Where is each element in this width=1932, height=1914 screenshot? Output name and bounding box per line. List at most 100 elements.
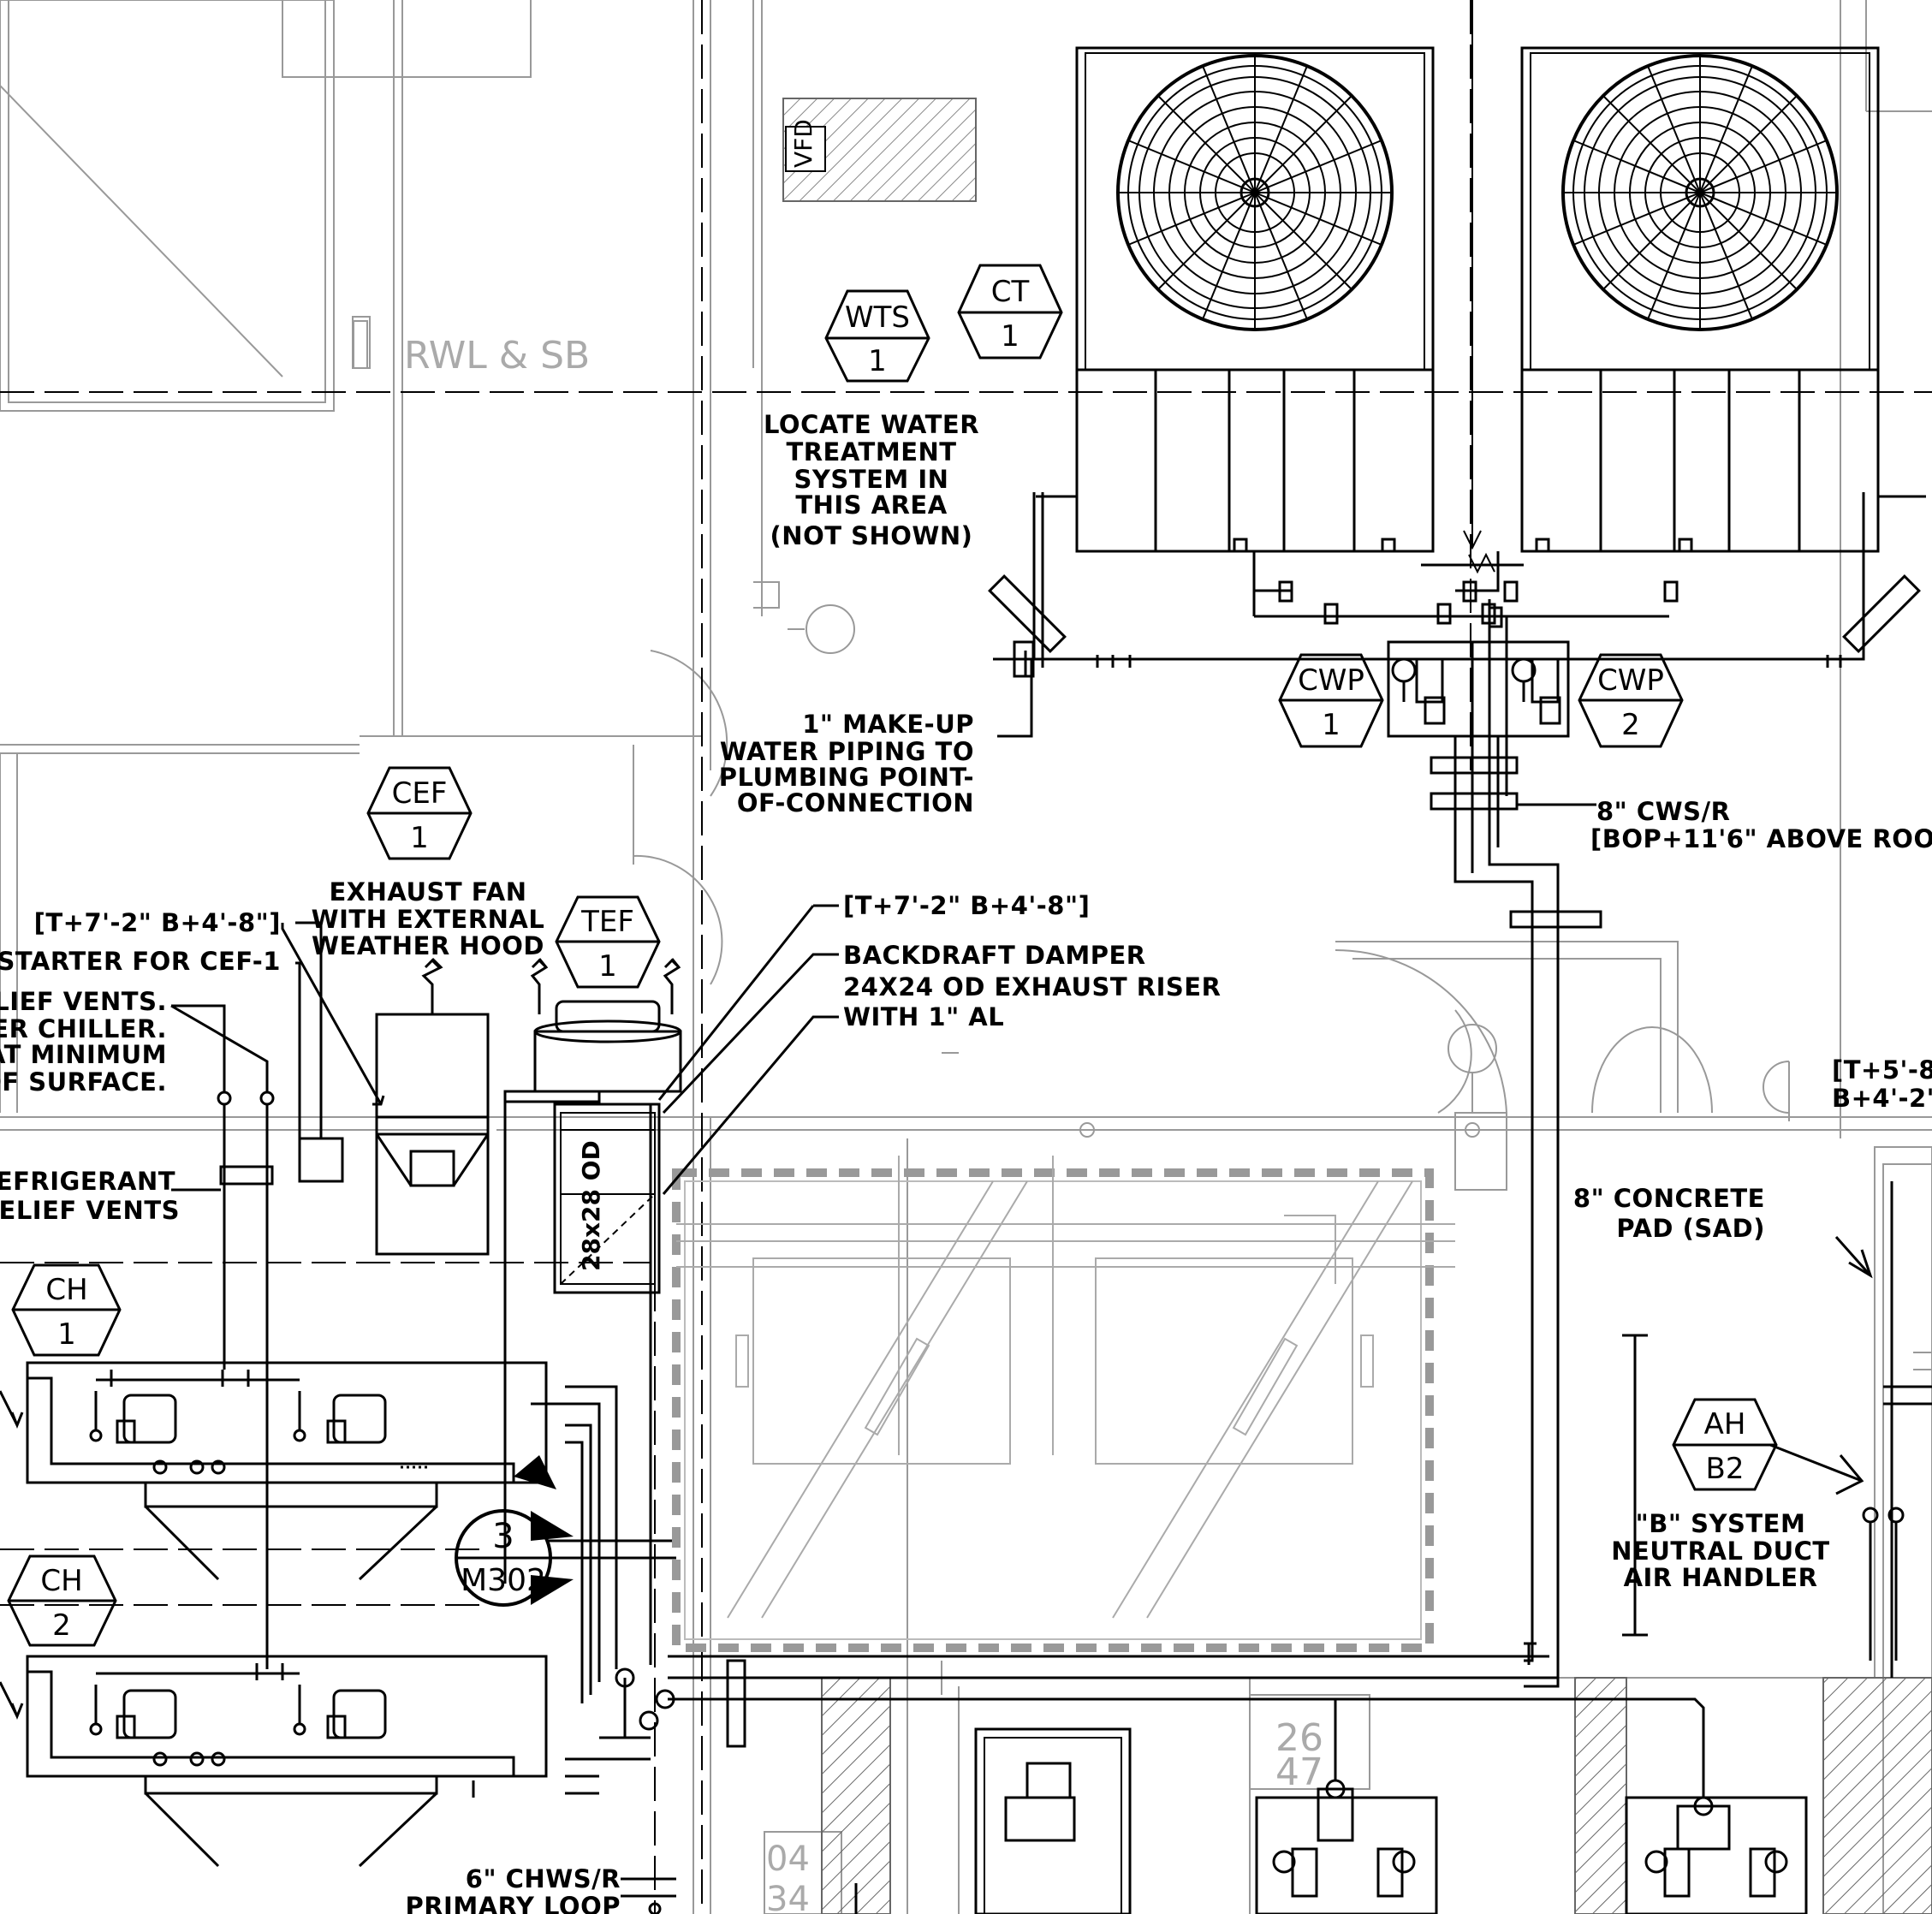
- note-b-system: "B" SYSTEM NEUTRAL DUCT AIR HANDLER: [1611, 1509, 1829, 1592]
- hatched-walls: [821, 1677, 1932, 1914]
- svg-text:WEATHER HOOD: WEATHER HOOD: [312, 931, 544, 960]
- equipment-room-outline: [672, 1156, 1455, 1652]
- note-makeup-water: 1" MAKE-UP WATER PIPING TO PLUMBING POIN…: [719, 710, 974, 817]
- svg-text:1: 1: [868, 344, 887, 378]
- svg-text:E AT MINIMUM: E AT MINIMUM: [0, 1040, 167, 1069]
- exhaust-fan-cef1: [375, 957, 490, 1256]
- note-chws: 6" CHWS/R PRIMARY LOOP: [405, 1864, 621, 1914]
- vfd-panel: VFD: [782, 98, 977, 202]
- svg-text:PRIMARY LOOP: PRIMARY LOOP: [405, 1892, 621, 1914]
- svg-text:TEF: TEF: [580, 905, 634, 939]
- section-callout-3-m302: 3 M302: [455, 1455, 574, 1607]
- svg-text:B+4'-2': B+4'-2': [1832, 1084, 1932, 1113]
- exhaust-fan-tef1: 28x28 OD: [503, 958, 682, 1294]
- svg-text:PAD (SAD): PAD (SAD): [1616, 1214, 1765, 1243]
- note-starter: [T+7'-2" B+4'-8"] STARTER FOR CEF-1: [0, 908, 281, 976]
- svg-text:B2: B2: [1706, 1452, 1745, 1486]
- cooling-tower-2: [1520, 46, 1880, 553]
- note-tef: [T+7'-2" B+4'-8"] BACKDRAFT DAMPER 24X24…: [843, 891, 1221, 1031]
- svg-text:TREATMENT: TREATMENT: [786, 437, 956, 467]
- svg-text:1: 1: [57, 1317, 76, 1352]
- svg-text:1: 1: [598, 949, 617, 984]
- tag-cef-1: CEF 1: [366, 766, 473, 860]
- tag-cwp-2: CWP 2: [1578, 653, 1684, 748]
- svg-text:CWP: CWP: [1597, 663, 1664, 698]
- svg-text:8" CWS/R: 8" CWS/R: [1596, 797, 1730, 826]
- svg-text:RWL & SB: RWL & SB: [404, 334, 590, 377]
- svg-text:WITH EXTERNAL: WITH EXTERNAL: [312, 905, 545, 934]
- chiller-1: [26, 1361, 548, 1581]
- svg-text:[T+7'-2" B+4'-8"]: [T+7'-2" B+4'-8"]: [843, 891, 1090, 920]
- svg-text:OF-CONNECTION: OF-CONNECTION: [737, 788, 974, 817]
- svg-text:[BOP+11'6" ABOVE ROOF]: [BOP+11'6" ABOVE ROOF]: [1590, 824, 1932, 853]
- tag-ch-2: CH 2: [7, 1554, 117, 1647]
- svg-text:" REFRIGERANT: " REFRIGERANT: [0, 1167, 175, 1196]
- note-relief-vents: RELIEF VENTS. PER CHILLER. E AT MINIMUM …: [0, 987, 167, 1097]
- tag-ch-1: CH 1: [11, 1263, 122, 1357]
- svg-text:8" CONCRETE: 8" CONCRETE: [1573, 1184, 1765, 1213]
- note-concrete-pad: 8" CONCRETE PAD (SAD): [1573, 1184, 1765, 1243]
- svg-text:2: 2: [52, 1608, 71, 1643]
- note-cws: 8" CWS/R [BOP+11'6" ABOVE ROOF]: [1590, 797, 1932, 853]
- svg-text:WTS: WTS: [845, 300, 910, 335]
- svg-text:2: 2: [1621, 708, 1640, 742]
- svg-text:AH: AH: [1704, 1407, 1746, 1441]
- svg-text:[T+7'-2" B+4'-8"]: [T+7'-2" B+4'-8"]: [34, 908, 281, 937]
- svg-text:RELIEF VENTS.: RELIEF VENTS.: [0, 987, 167, 1016]
- svg-text:CWP: CWP: [1298, 663, 1364, 698]
- svg-text:PLUMBING POINT-: PLUMBING POINT-: [719, 763, 974, 792]
- svg-text:WITH 1" AL: WITH 1" AL: [843, 1002, 1004, 1031]
- svg-text:"B" SYSTEM: "B" SYSTEM: [1636, 1509, 1806, 1538]
- svg-text:NEUTRAL DUCT: NEUTRAL DUCT: [1611, 1537, 1829, 1566]
- chilled-water-piping: [503, 1096, 1731, 1914]
- leader-lines: [170, 676, 1873, 1898]
- svg-text:CH: CH: [40, 1564, 82, 1598]
- secondary-pumps: [854, 1727, 1808, 1914]
- cooling-tower-1: [1075, 46, 1435, 553]
- svg-text:1: 1: [410, 821, 429, 855]
- svg-text:PER CHILLER.: PER CHILLER.: [0, 1014, 167, 1043]
- note-exhaust-fan: EXHAUST FAN WITH EXTERNAL WEATHER HOOD: [312, 877, 545, 960]
- svg-text:AIR HANDLER: AIR HANDLER: [1624, 1563, 1818, 1592]
- tag-ct-1: CT 1: [957, 264, 1063, 360]
- svg-text:26: 26: [1275, 1716, 1323, 1760]
- svg-text:3: 3: [492, 1517, 514, 1556]
- note-water-treatment: LOCATE WATER TREATMENT SYSTEM IN THIS AR…: [764, 410, 979, 550]
- svg-text:6" CHWS/R: 6" CHWS/R: [466, 1864, 621, 1893]
- tag-tef-1: TEF 1: [555, 895, 661, 989]
- svg-text:EXHAUST FAN: EXHAUST FAN: [329, 877, 526, 906]
- relief-vents: [217, 1091, 275, 1669]
- tag-ah-b2: AH B2: [1672, 1398, 1778, 1491]
- svg-text:THIS AREA: THIS AREA: [795, 490, 947, 520]
- svg-text:1: 1: [1001, 319, 1020, 354]
- rwl-label: RWL & SB: [353, 320, 590, 377]
- svg-text:CEF: CEF: [392, 776, 448, 811]
- note-elevation-right: [T+5'-8 B+4'-2': [1832, 1055, 1932, 1113]
- svg-text:04: 04: [766, 1840, 810, 1879]
- svg-text:28x28 OD: 28x28 OD: [577, 1140, 605, 1271]
- svg-text:34: 34: [766, 1880, 810, 1914]
- svg-text:47: 47: [1275, 1751, 1323, 1794]
- svg-text:CH: CH: [45, 1273, 87, 1307]
- svg-text:LOCATE WATER: LOCATE WATER: [764, 410, 979, 439]
- air-handler-b2: [1862, 1181, 1932, 1678]
- note-refrigerant: " REFRIGERANT RELIEF VENTS: [0, 1167, 180, 1225]
- svg-text:OOF SURFACE.: OOF SURFACE.: [0, 1067, 167, 1097]
- chiller-2: [26, 1655, 548, 1868]
- tag-cwp-1: CWP 1: [1278, 653, 1384, 748]
- svg-text:1: 1: [1322, 708, 1341, 742]
- svg-text:CT: CT: [991, 275, 1030, 309]
- svg-text:VFD: VFD: [789, 119, 817, 168]
- svg-text:M302: M302: [461, 1563, 546, 1598]
- svg-text:WATER PIPING TO: WATER PIPING TO: [720, 737, 974, 766]
- svg-text:SYSTEM IN: SYSTEM IN: [794, 465, 949, 494]
- svg-text:BACKDRAFT DAMPER: BACKDRAFT DAMPER: [843, 941, 1146, 970]
- room-numbers: 26 47 04 34: [766, 1716, 1323, 1914]
- tag-wts-1: WTS 1: [824, 289, 930, 383]
- svg-text:RELIEF VENTS: RELIEF VENTS: [0, 1196, 180, 1225]
- svg-text:[T+5'-8: [T+5'-8: [1832, 1055, 1932, 1085]
- svg-text:24X24 OD EXHAUST RISER: 24X24 OD EXHAUST RISER: [843, 972, 1221, 1002]
- svg-text:1" MAKE-UP: 1" MAKE-UP: [802, 710, 974, 739]
